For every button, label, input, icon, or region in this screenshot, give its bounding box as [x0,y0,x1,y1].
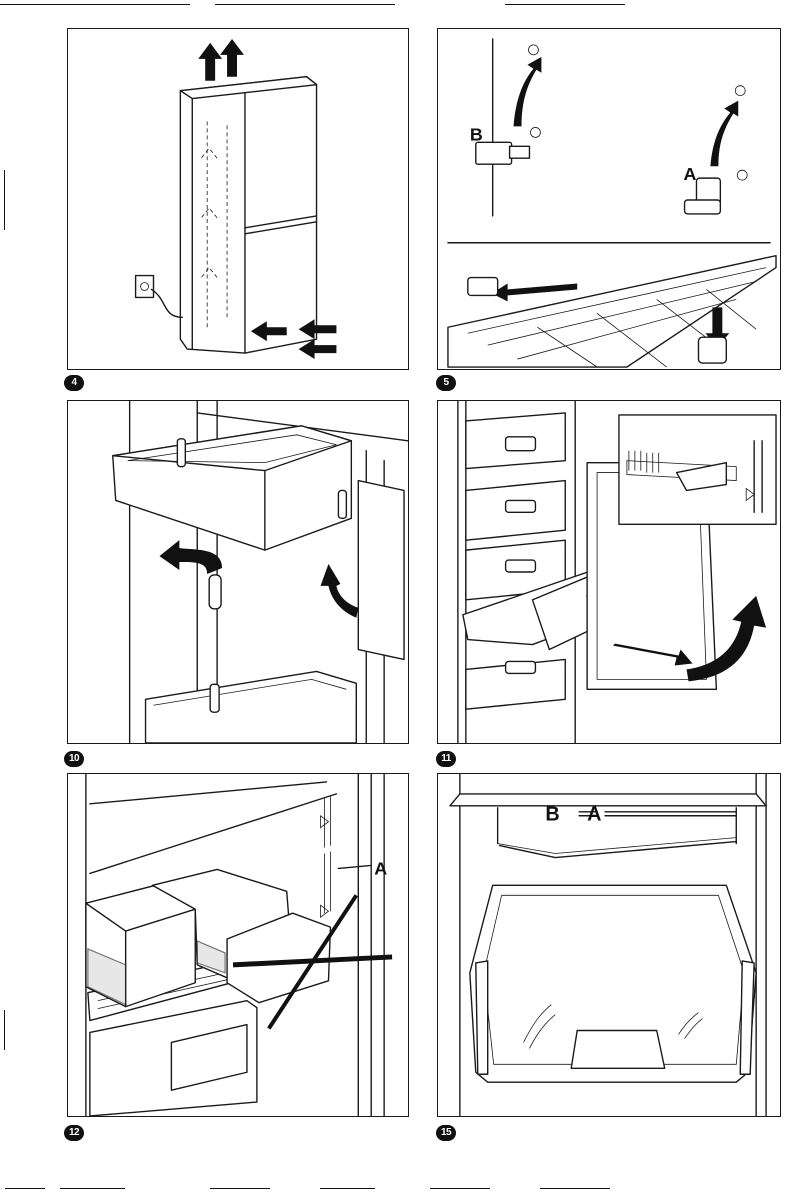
left-edge-mark [4,1010,5,1050]
bottom-edge-mark [320,1188,375,1189]
figure-4-number: 4 [64,375,84,391]
fig5-label-a: A [684,164,697,184]
bottom-edge-mark [5,1188,45,1189]
fig15-label-b: B [545,804,559,826]
figure-11-freezer-drawer-panel [437,400,781,744]
figure-11-number: 11 [436,751,456,767]
figure-15-number: 15 [436,1125,456,1141]
bottom-edge-mark [60,1188,125,1189]
figure-12-number: 12 [64,1125,84,1141]
fig5-label-b: B [470,124,483,144]
figure-5-hinge-panel: B A [437,28,781,370]
figure-4-airflow-panel [67,28,409,370]
left-edge-mark [4,170,5,230]
figure-12-food-placement-panel: A [67,773,409,1117]
fig15-label-a: A [587,804,601,826]
figure-10-number: 10 [64,751,84,767]
bottom-edge-mark [540,1188,610,1189]
top-edge-mark [505,4,625,5]
top-edge-mark [0,4,190,5]
figure-10-door-bin-panel [67,400,409,744]
bottom-edge-mark [430,1188,490,1189]
top-edge-mark [215,4,395,5]
bottom-edge-mark [210,1188,270,1189]
figure-15-crisper-panel: B A [437,773,781,1117]
figure-5-number: 5 [436,375,456,391]
fig12-label-a: A [374,858,387,878]
